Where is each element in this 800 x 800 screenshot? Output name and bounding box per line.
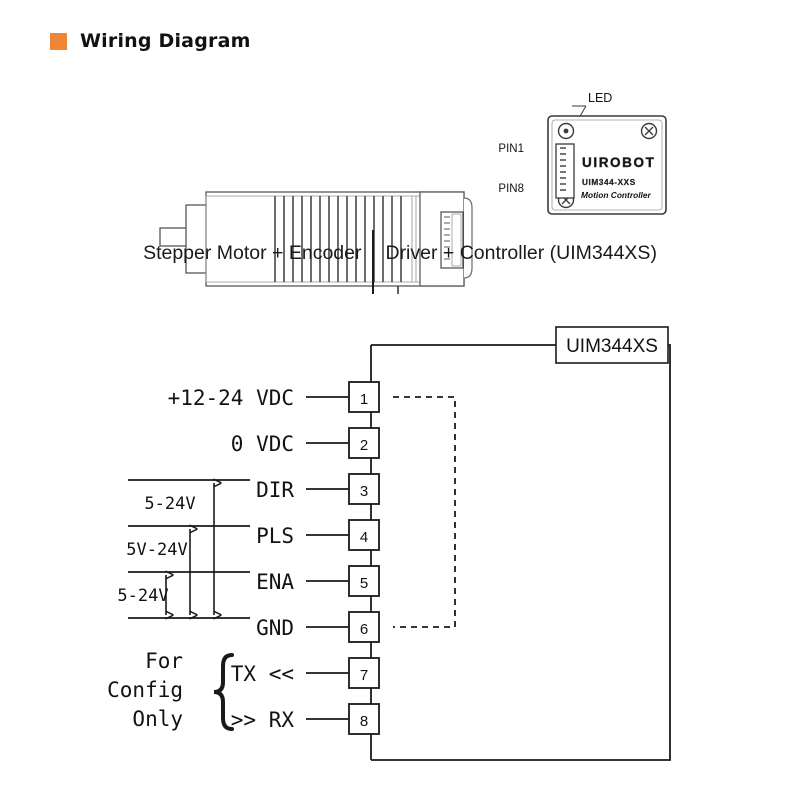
page-title: Wiring Diagram bbox=[80, 30, 251, 52]
pin-label-4: PLS bbox=[256, 524, 294, 548]
pin-number: 8 bbox=[360, 713, 368, 730]
pin-number: 5 bbox=[360, 575, 368, 592]
pin-number: 3 bbox=[360, 483, 368, 500]
pin-label-5: ENA bbox=[256, 570, 294, 594]
pin-number: 6 bbox=[360, 621, 368, 638]
pin-number: 4 bbox=[360, 529, 368, 546]
pin2-pin6-dashed-jumper bbox=[393, 396, 456, 628]
config-note-line2: Config bbox=[107, 678, 183, 702]
pin-row-5: 5 ENA bbox=[256, 565, 380, 597]
voltage-arrow-pls-gnd: 5V-24V bbox=[126, 529, 190, 615]
pin-label-8: >> RX bbox=[231, 708, 295, 732]
pin-row-1: 1 +12-24 VDC bbox=[168, 381, 380, 413]
controller-model: UIM344-XXS bbox=[582, 178, 636, 187]
pin-row-7: 7 TX << bbox=[231, 657, 380, 689]
voltage-arrow-dir-gnd: 5-24V bbox=[144, 483, 214, 615]
page-header: Wiring Diagram bbox=[50, 30, 251, 52]
config-note-line3: Only bbox=[132, 707, 183, 731]
pin-number: 1 bbox=[360, 391, 368, 408]
controller-subtitle: Motion Controller bbox=[581, 190, 652, 200]
motion-controller-illustration: LED bbox=[498, 91, 667, 215]
pin-row-6: 6 GND bbox=[256, 611, 380, 643]
caption-divider bbox=[372, 230, 375, 294]
voltage-label-pls-gnd: 5V-24V bbox=[126, 540, 187, 560]
caption-left-text: Stepper Motor + Encoder bbox=[143, 241, 362, 264]
pin-row-8: 8 >> RX bbox=[231, 703, 380, 735]
stepper-motor-illustration bbox=[159, 191, 473, 294]
voltage-arrow-ena-gnd: 5-24V bbox=[117, 575, 168, 615]
led-label: LED bbox=[588, 91, 612, 105]
config-note-line1: For bbox=[145, 649, 183, 673]
caption-right-text: Driver + Controller (UIM344XS) bbox=[385, 241, 657, 264]
orange-square-bullet-icon bbox=[50, 32, 67, 50]
device-body-outline bbox=[371, 344, 671, 761]
controller-brand: UIROBOT bbox=[582, 155, 655, 170]
product-illustrations: LED bbox=[159, 91, 667, 294]
device-label-box: UIM344XS bbox=[555, 326, 669, 364]
pin-label-1: +12-24 VDC bbox=[168, 386, 294, 410]
pin-label-6: GND bbox=[256, 616, 294, 640]
config-only-note: For Config Only bbox=[107, 649, 234, 731]
voltage-reference-lines bbox=[128, 479, 250, 619]
pin-number: 7 bbox=[360, 667, 368, 684]
pin-row-4: 4 PLS bbox=[256, 519, 380, 551]
pin-label-3: DIR bbox=[256, 478, 294, 502]
voltage-label-ena-gnd: 5-24V bbox=[117, 586, 168, 606]
voltage-label-dir-gnd: 5-24V bbox=[144, 494, 195, 514]
illustration-caption: Stepper Motor + Encoder Driver + Control… bbox=[0, 230, 800, 294]
device-label: UIM344XS bbox=[566, 336, 658, 357]
wiring-schematic: UIM344XS 1 bbox=[0, 320, 800, 800]
pin-label-2: 0 VDC bbox=[231, 432, 294, 456]
pin-label-7: TX << bbox=[231, 662, 294, 686]
pin-row-2: 2 0 VDC bbox=[231, 427, 380, 459]
pin-row-3: 3 DIR bbox=[256, 473, 380, 505]
pin-number: 2 bbox=[360, 437, 368, 454]
config-brace-icon bbox=[213, 653, 234, 731]
pin1-label: PIN1 bbox=[498, 143, 524, 155]
pin8-label: PIN8 bbox=[498, 183, 524, 195]
